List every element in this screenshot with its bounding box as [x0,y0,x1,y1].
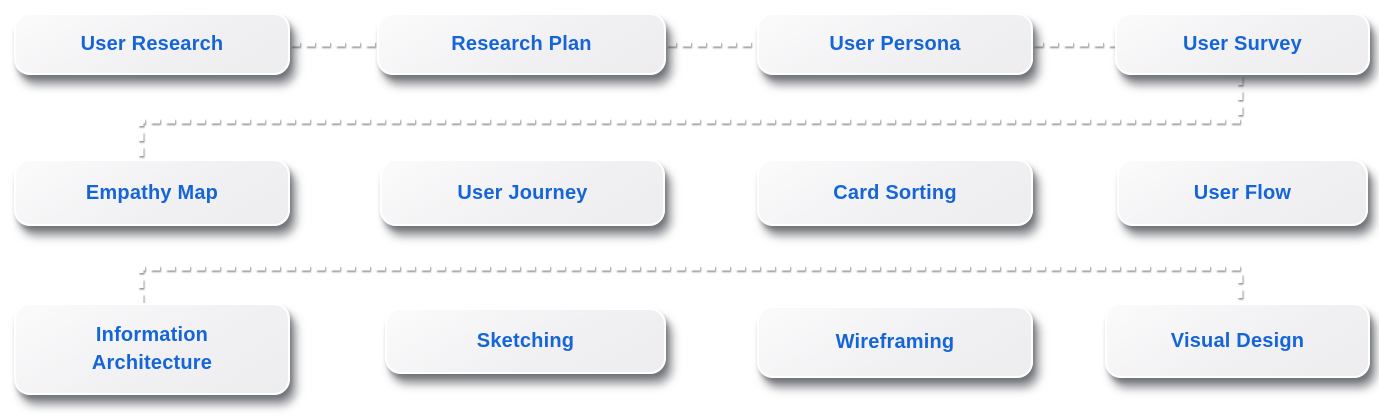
node-research-plan-label: Research Plan [451,33,592,55]
node-user-journey-label: User Journey [457,181,588,204]
node-user-survey[interactable]: User Survey [1115,13,1370,75]
connector-user-survey-empathy-map [138,76,1243,159]
node-wireframing[interactable]: Wireframing [757,306,1033,378]
connector-rail-information-architecture-visual-design [138,265,1243,303]
node-empathy-map-label: Empathy Map [85,181,219,204]
node-information-architecture[interactable]: Information Architecture [14,303,290,395]
node-visual-design-label: Visual Design [1170,329,1305,352]
node-user-survey-label: User Survey [1183,33,1302,55]
node-user-journey[interactable]: User Journey [380,159,665,226]
node-card-sorting-label: Card Sorting [833,181,957,204]
node-information-architecture-label: Information Architecture [91,324,213,374]
node-user-flow-label: User Flow [1193,181,1292,204]
node-user-flow[interactable]: User Flow [1117,159,1368,226]
node-sketching[interactable]: Sketching [385,308,666,374]
node-user-research[interactable]: User Research [14,13,290,75]
node-user-persona-label: User Persona [829,33,961,55]
node-wireframing-label: Wireframing [835,331,955,353]
node-card-sorting[interactable]: Card Sorting [757,159,1033,226]
node-user-research-label: User Research [80,33,224,55]
node-research-plan[interactable]: Research Plan [377,13,666,75]
node-empathy-map[interactable]: Empathy Map [14,159,290,226]
node-sketching-label: Sketching [476,330,575,352]
node-visual-design[interactable]: Visual Design [1105,303,1370,378]
node-user-persona[interactable]: User Persona [757,13,1033,75]
